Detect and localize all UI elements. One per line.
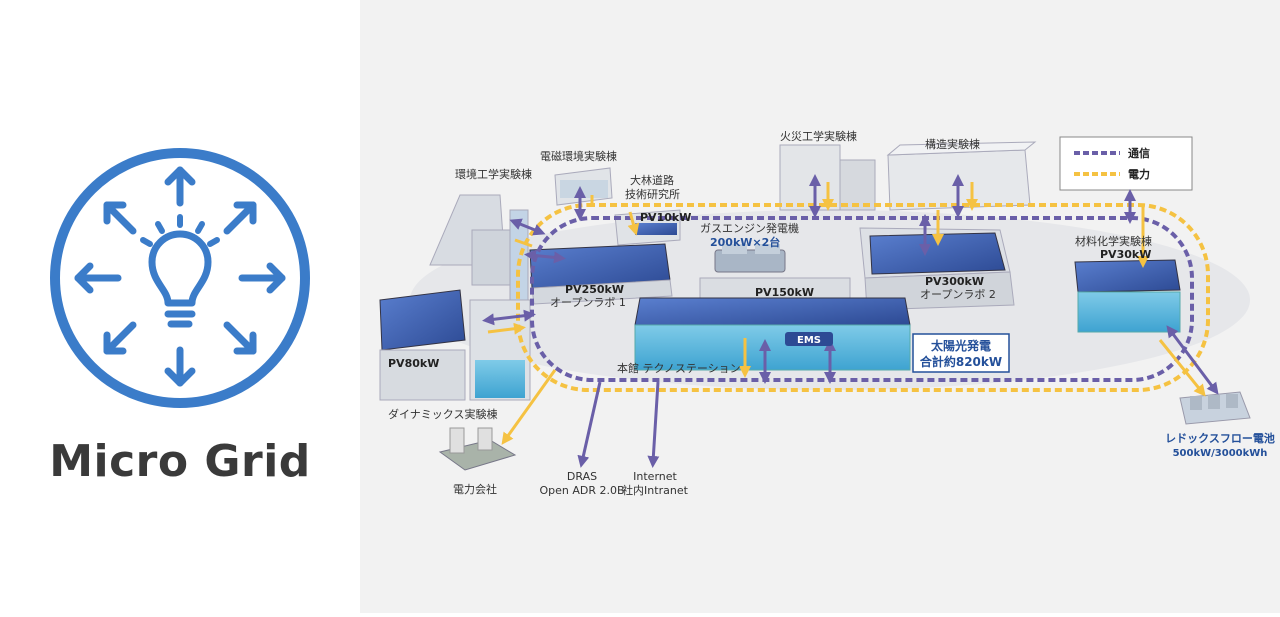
micro-grid-diagram: 通信 電力 <box>379 129 1275 497</box>
label-kankyo: 環境工学実験棟 <box>455 167 532 181</box>
dynamics-building <box>379 289 531 401</box>
power-company <box>438 427 517 471</box>
micro-grid-logo <box>50 148 310 408</box>
left-panel: Micro Grid <box>0 0 360 613</box>
gas-engine-generator <box>714 244 786 273</box>
label-gas-engine-cap: 200kW×2台 <box>710 235 780 249</box>
lightbulb-idea-icon <box>50 148 310 408</box>
solar-total-line2: 合計約820kW <box>920 354 1002 369</box>
power-loop <box>516 203 1210 392</box>
zairyo-building <box>1074 259 1181 333</box>
denji-building <box>554 167 613 206</box>
ems-box[interactable]: EMS <box>785 332 833 346</box>
label-pv300: PV300kW <box>925 275 984 288</box>
label-redox-2: 500kW/3000kWh <box>1173 448 1268 459</box>
label-dynamics: ダイナミックス実験棟 <box>388 407 497 421</box>
label-pv10: PV10kW <box>640 211 691 224</box>
solar-total-line1: 太陽光発電 <box>931 338 991 353</box>
comm-loop <box>530 216 1194 382</box>
page-title: Micro Grid <box>49 436 311 487</box>
label-gas-engine: ガスエンジン発電機 <box>700 221 799 235</box>
label-denji: 電磁環境実験棟 <box>540 149 617 163</box>
label-dras-2: Open ADR 2.0B <box>539 484 624 497</box>
label-pv150: PV150kW <box>755 286 814 299</box>
label-honkan: 本館 テクノステーション <box>617 361 741 375</box>
label-pv250: PV250kW <box>565 283 624 296</box>
label-obayashi-2: 技術研究所 <box>625 187 680 201</box>
diagram-panel: 通信 電力 <box>360 0 1280 613</box>
label-kozo: 構造実験棟 <box>925 137 980 151</box>
solar-total-box: 太陽光発電 合計約820kW <box>912 333 1010 373</box>
legend: 通信 電力 <box>1059 136 1193 191</box>
connector-arrows <box>482 174 1219 468</box>
legend-power-label: 電力 <box>1128 167 1150 181</box>
label-obayashi-1: 大林道路 <box>630 173 674 187</box>
ems-label: EMS <box>797 335 821 346</box>
label-openlab2: オープンラボ 2 <box>920 288 996 301</box>
legend-comm-label: 通信 <box>1128 146 1150 160</box>
label-zairyo: 材料化学実験棟 <box>1075 234 1152 248</box>
kankyo-building <box>429 194 529 301</box>
openlab2-building <box>859 227 1015 311</box>
label-pv80: PV80kW <box>388 357 439 370</box>
label-internet-2: 社内Intranet <box>622 483 689 497</box>
label-internet-1: Internet <box>633 470 677 483</box>
label-redox-1: レドックスフロー電池 <box>1165 431 1275 445</box>
label-denryoku: 電力会社 <box>453 482 497 496</box>
label-dras-1: DRAS <box>567 470 597 483</box>
redox-battery <box>1179 391 1251 425</box>
honkan-building <box>634 277 911 371</box>
label-openlab1: オープンラボ 1 <box>550 296 626 309</box>
label-kasai: 火災工学実験棟 <box>780 129 857 143</box>
kozo-building <box>886 141 1037 211</box>
label-pv30: PV30kW <box>1100 248 1151 261</box>
